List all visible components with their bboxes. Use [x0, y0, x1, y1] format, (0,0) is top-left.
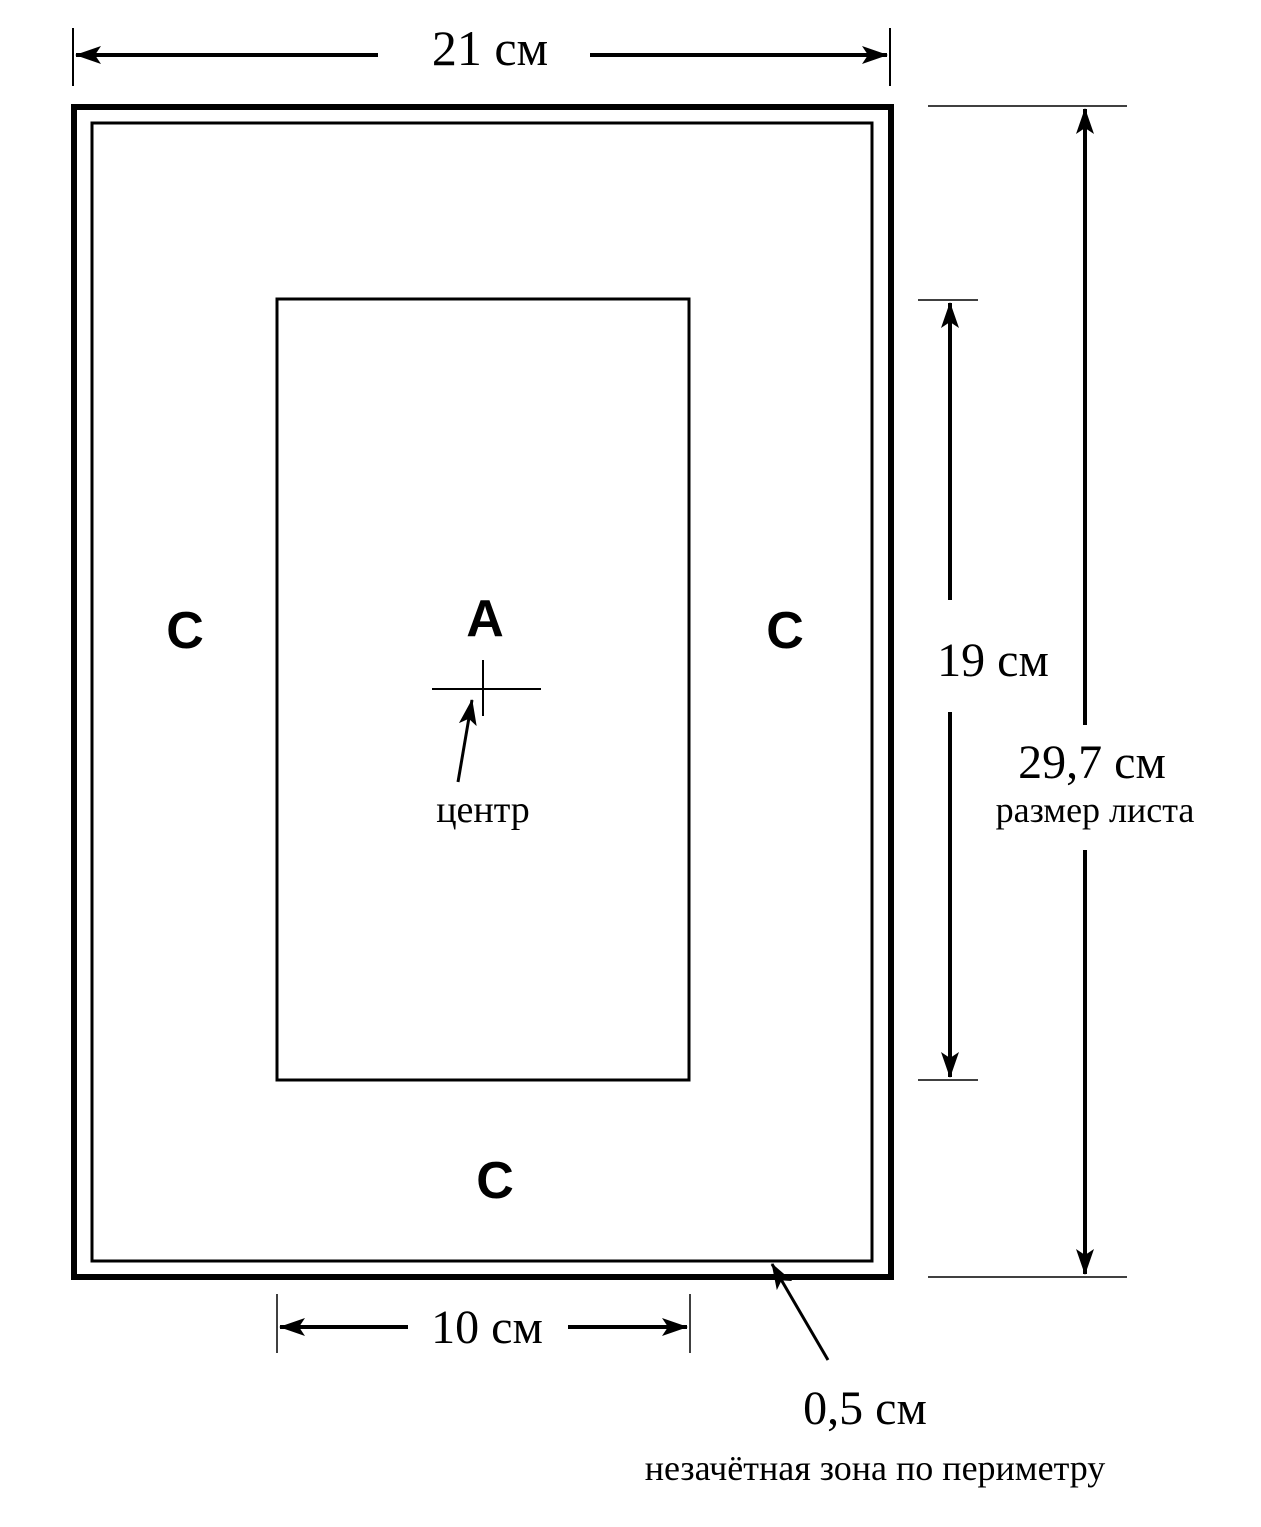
center-crosshair-icon — [432, 660, 541, 716]
sheet-size-caption: размер листа — [996, 790, 1195, 830]
sheet-height-dimension: 29,7 см размер листа — [928, 105, 1195, 1278]
width-label: 21 см — [432, 20, 548, 76]
center-pointer-arrow — [456, 699, 477, 783]
zone-c-right: C — [766, 602, 804, 660]
sheet-height-label: 29,7 см — [1018, 736, 1166, 789]
inner-height-dimension: 19 см — [918, 299, 1049, 1081]
zone-a-rectangle — [275, 297, 691, 1082]
zone-c-bottom: C — [476, 1152, 514, 1210]
center-caption: центр — [436, 789, 530, 831]
inner-width-label: 10 см — [431, 1301, 543, 1354]
sheet-outer-border — [71, 104, 894, 1280]
margin-label: 0,5 см — [803, 1382, 927, 1435]
width-dimension: 21 см — [72, 20, 891, 86]
zone-a-label: A — [466, 590, 504, 648]
margin-caption: незачётная зона по периметру — [645, 1448, 1106, 1488]
inner-height-label: 19 см — [937, 634, 1049, 687]
margin-inner-border — [90, 121, 874, 1263]
margin-pointer-arrow — [770, 1263, 830, 1361]
inner-width-dimension: 10 см — [276, 1294, 691, 1354]
zone-c-left: C — [166, 602, 204, 660]
